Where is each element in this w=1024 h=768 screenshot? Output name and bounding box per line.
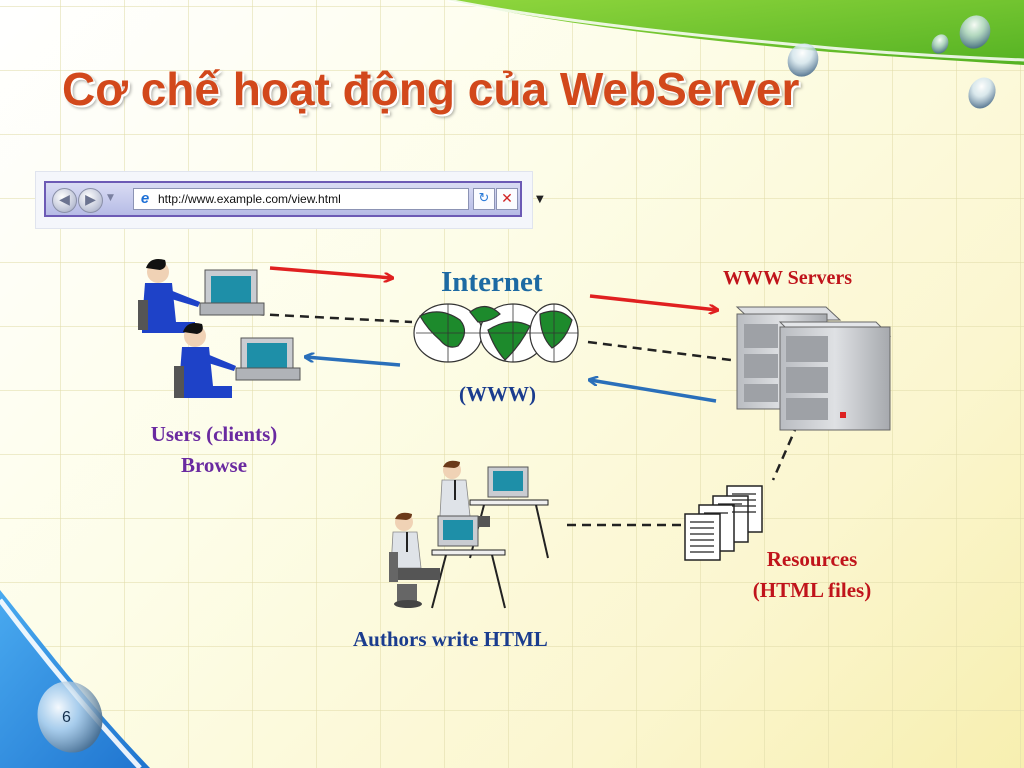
response-arrow-from-servers [590, 380, 717, 403]
back-arrow-icon[interactable]: ◀ [52, 188, 77, 213]
author-computer-icon [389, 460, 549, 609]
www-servers-label: WWW Servers [723, 267, 853, 289]
green-swoosh-top-right [447, 0, 1024, 65]
server-icon [735, 306, 892, 431]
internet-label: Internet [441, 266, 543, 298]
request-arrow-to-servers [589, 294, 717, 310]
dashed-link-users-internet [254, 312, 413, 324]
address-bar-frame: ◀ ▶ ▼ e http://www.example.com/view.html… [44, 181, 544, 217]
chevron-down-icon[interactable]: ▼ [107, 193, 114, 203]
users-label-line1: Users (clients) [150, 422, 278, 446]
url-dropdown-icon[interactable]: ▼ [536, 194, 544, 205]
page-number: 6 [62, 709, 71, 726]
close-icon[interactable]: ✕ [496, 188, 518, 210]
globe-icon [413, 303, 579, 363]
url-text: http://www.example.com/view.html [158, 192, 341, 206]
www-label: (WWW) [459, 382, 536, 406]
users-label: Users (clients) Browse [120, 419, 308, 481]
request-arrow-to-internet [269, 266, 392, 278]
refresh-icon[interactable]: ↻ [473, 188, 495, 210]
forward-arrow-icon[interactable]: ▶ [78, 188, 103, 213]
url-field[interactable]: e http://www.example.com/view.html ▼ [133, 188, 544, 210]
browser-logo-icon: e [140, 190, 150, 207]
users-label-line2: Browse [180, 453, 248, 477]
resources-label-line2: (HTML files) [752, 578, 872, 602]
user-computer-icon [138, 259, 301, 398]
slide-title: Cơ chế hoạt động của WebServer [62, 63, 800, 115]
document-stack-icon [684, 485, 763, 561]
dashed-connectors [254, 312, 800, 527]
resources-label: Resources (HTML files) [733, 544, 891, 606]
resources-label-line1: Resources [766, 547, 858, 571]
dashed-link-servers-resources [771, 422, 800, 481]
water-droplet-icons [37, 15, 996, 753]
blue-swoosh-bottom-left [0, 590, 150, 768]
dashed-link-internet-servers [587, 340, 732, 362]
authors-label: Authors write HTML [353, 627, 548, 651]
browser-address-bar: ◀ ▶ ▼ e http://www.example.com/view.html… [36, 172, 544, 228]
response-arrow-to-users [306, 357, 401, 367]
